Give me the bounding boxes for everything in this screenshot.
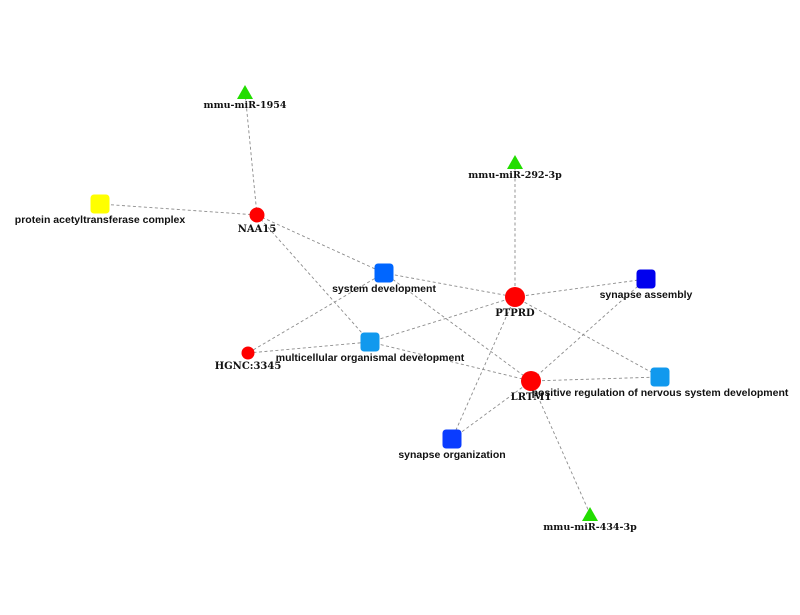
- label-mirna-292: mmu-miR-292-3p: [468, 170, 562, 181]
- edge-lrtm1-synapse_org: [451, 380, 532, 440]
- label-ptprd: PTPRD: [495, 308, 535, 319]
- node-naa15[interactable]: [249, 207, 265, 223]
- label-mirna-434: mmu-miR-434-3p: [543, 522, 637, 533]
- node-lrtm1[interactable]: [521, 371, 541, 391]
- edge-system_dev-lrtm1: [383, 272, 532, 382]
- label-system-dev: system development: [332, 283, 436, 295]
- label-synapse-assembly: synapse assembly: [600, 289, 693, 301]
- edge-lrtm1-mirna_434: [530, 380, 591, 515]
- edge-naa15-system_dev: [256, 214, 385, 274]
- nodes-layer: [90, 85, 670, 521]
- node-mirna-434[interactable]: [582, 507, 598, 521]
- edge-ptprd-synapse_org: [451, 296, 516, 440]
- node-multicell-dev[interactable]: [360, 332, 380, 352]
- label-lrtm1: LRTM1: [511, 392, 552, 403]
- edge-multicell_dev-lrtm1: [369, 341, 532, 382]
- node-hgnc3345[interactable]: [241, 346, 255, 360]
- edge-lrtm1-pos_reg_nervous: [530, 376, 661, 382]
- node-mirna-292[interactable]: [507, 155, 523, 169]
- edge-ptprd-pos_reg_nervous: [514, 296, 661, 378]
- label-protein-acetyl: protein acetyltransferase complex: [15, 214, 186, 226]
- node-protein-acetyl[interactable]: [90, 194, 110, 214]
- edge-ptprd-synapse_assembly: [514, 278, 647, 298]
- node-pos-reg-nervous[interactable]: [650, 367, 670, 387]
- edge-system_dev-ptprd: [383, 272, 516, 298]
- node-system-dev[interactable]: [374, 263, 394, 283]
- label-synapse-org: synapse organization: [398, 449, 505, 461]
- label-mirna-1954: mmu-miR-1954: [204, 100, 287, 111]
- node-ptprd[interactable]: [505, 287, 525, 307]
- edge-system_dev-hgnc3345: [247, 272, 385, 354]
- node-mirna-1954[interactable]: [237, 85, 253, 99]
- label-multicell-dev: multicellular organismal development: [276, 352, 465, 364]
- edge-naa15-multicell_dev: [256, 214, 371, 343]
- edge-protein_acetyl-naa15: [99, 203, 258, 216]
- edges-layer: [99, 91, 661, 515]
- label-pos-reg-nervous: positive regulation of nervous system de…: [532, 387, 789, 399]
- label-hgnc3345: HGNC:3345: [215, 361, 282, 372]
- edge-mirna_1954-naa15: [244, 91, 258, 216]
- labels-layer: mmu-miR-1954 mmu-miR-292-3p mmu-miR-434-3p…: [15, 100, 789, 533]
- edge-hgnc3345-multicell_dev: [247, 341, 371, 354]
- edge-multicell_dev-ptprd: [369, 296, 516, 343]
- node-synapse-assembly[interactable]: [636, 269, 656, 289]
- edge-synapse_assembly-lrtm1: [530, 278, 647, 382]
- label-naa15: NAA15: [238, 224, 277, 235]
- node-synapse-org[interactable]: [442, 429, 462, 449]
